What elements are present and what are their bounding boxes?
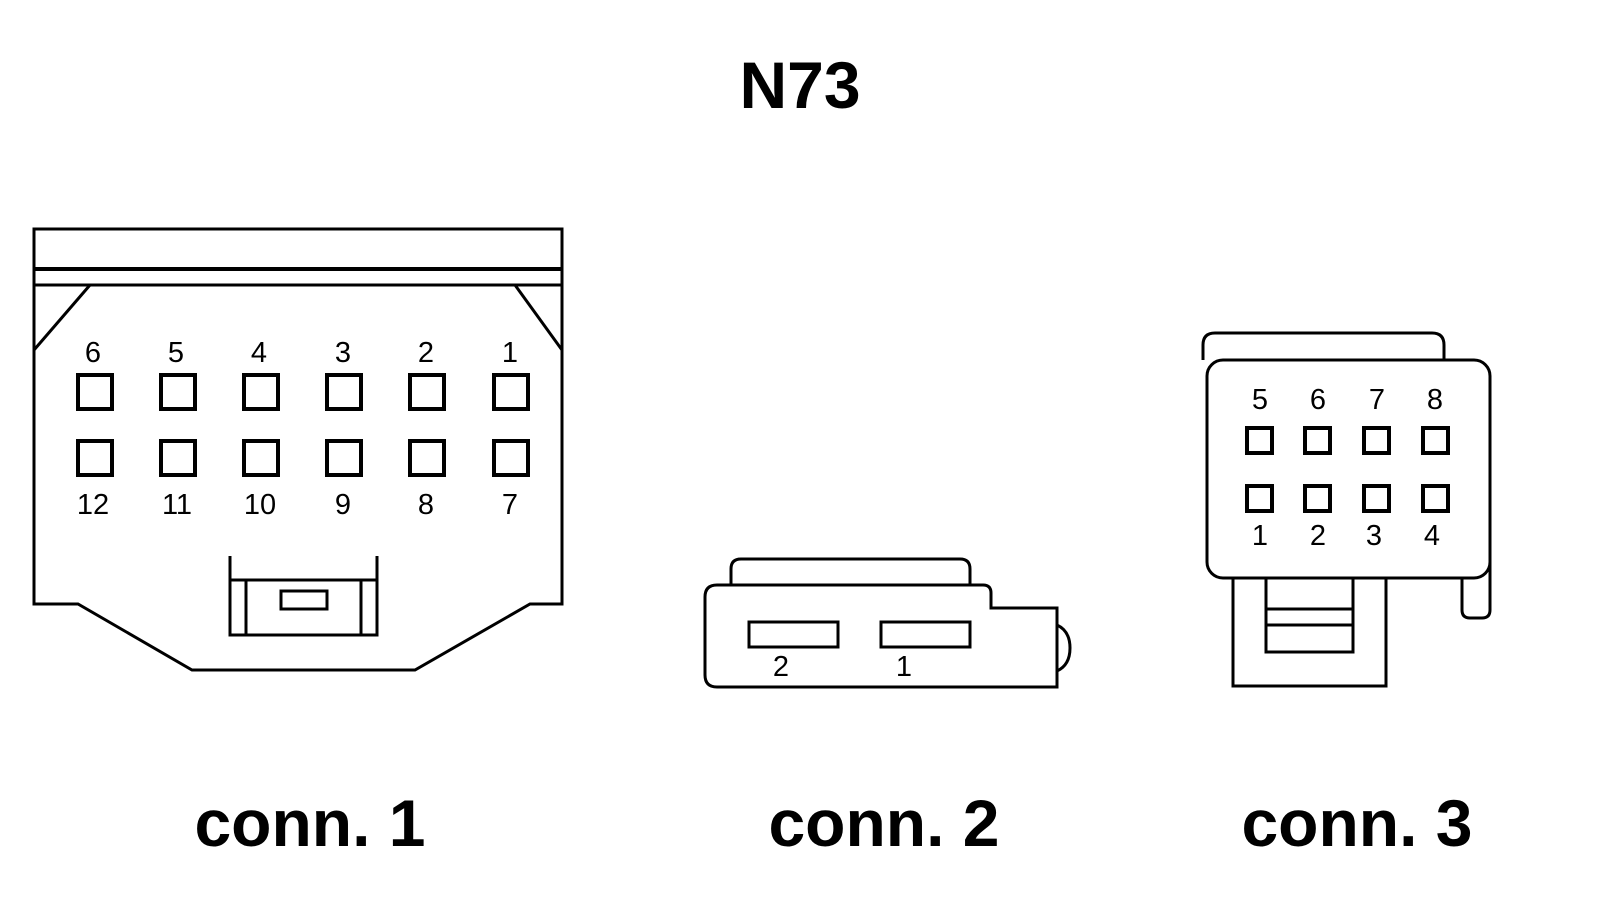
- connector-1-pin-label: 7: [502, 489, 518, 521]
- connector-3-cavities: [1245, 426, 1450, 513]
- diagram-title: N73: [739, 48, 860, 122]
- connector-3-back-plate: [1201, 331, 1446, 360]
- connector-1-cavities-bottom: [76, 439, 530, 477]
- connector-1-pin-label: 2: [418, 337, 434, 369]
- connector-2-cavity: [747, 620, 840, 649]
- connector-1-chamfer-right: [513, 284, 564, 351]
- connector-1-cavities-top: [76, 373, 530, 411]
- connector-2-pin-label: 1: [896, 651, 912, 683]
- connector-3-pin-label: 4: [1424, 520, 1440, 552]
- connector-3-caption: conn. 3: [1241, 786, 1472, 860]
- connector-1-pin-label: 6: [85, 337, 101, 369]
- connector-2-side-tab: [1056, 623, 1072, 673]
- connector-1-housing: [32, 227, 564, 672]
- connector-1-pin-label: 9: [335, 489, 351, 521]
- connector-1-pin-label: 8: [418, 489, 434, 521]
- connector-1-caption: conn. 1: [194, 786, 425, 860]
- connector-3-side-clip: [1460, 560, 1492, 620]
- connector-3-pin-label: 5: [1252, 384, 1268, 416]
- connector-1-pin-label: 10: [244, 489, 276, 521]
- connector-2: 2 1 conn. 2: [703, 557, 1072, 860]
- connector-2-housing: [703, 583, 1059, 689]
- connector-3-pin-label: 8: [1427, 384, 1443, 416]
- connector-1-pin-label: 4: [251, 337, 267, 369]
- connector-3-pin-label: 7: [1369, 384, 1385, 416]
- connector-1: 6 5 4 3 2 1 12 11 10 9 8 7 conn. 1: [32, 227, 564, 860]
- connector-1-latch: [228, 556, 379, 637]
- connector-1-pin-label: 12: [77, 489, 109, 521]
- connector-3-lock: [1231, 576, 1388, 688]
- connector-2-pin-label: 2: [773, 651, 789, 683]
- connector-3-housing: [1205, 358, 1492, 580]
- connector-2-caption: conn. 2: [768, 786, 999, 860]
- connector-1-pin-label: 1: [502, 337, 518, 369]
- connector-3-pin-label: 2: [1310, 520, 1326, 552]
- connector-3-pin-label: 3: [1366, 520, 1382, 552]
- connector-2-top-ridge: [729, 557, 972, 585]
- connector-3-pin-label: 6: [1310, 384, 1326, 416]
- connector-1-pin-label: 5: [168, 337, 184, 369]
- connector-1-pin-label: 11: [162, 489, 192, 521]
- connector-2-cavity: [879, 620, 972, 649]
- connector-1-pin-label: 3: [335, 337, 351, 369]
- connector-3-pin-label: 1: [1252, 520, 1268, 552]
- connector-3: 5 6 7 8 1 2 3 4 conn. 3: [1201, 331, 1492, 860]
- connector-1-chamfer-left: [32, 284, 92, 351]
